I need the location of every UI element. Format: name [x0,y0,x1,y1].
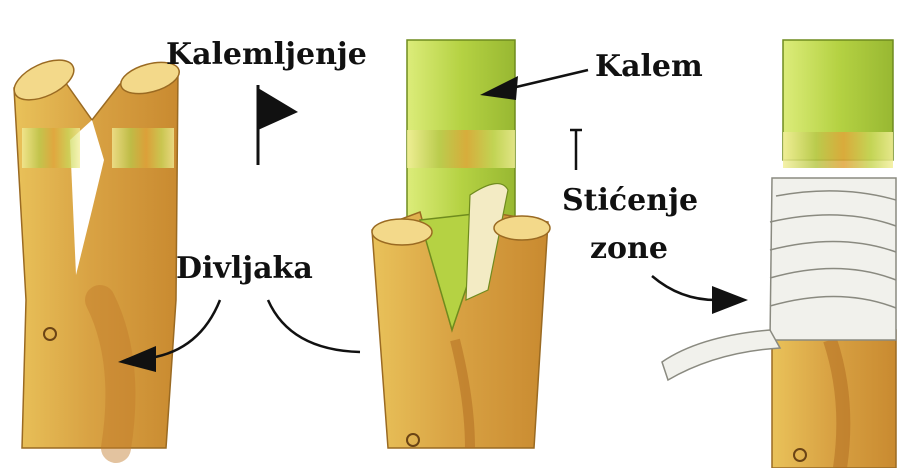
wrapped-graft-right [662,40,896,468]
cleft-graft-middle [372,40,550,448]
label-rootstock: Divljaka [176,251,313,286]
protection-arrow-icon [652,276,748,314]
label-scion: Kalem [595,49,703,84]
rootstock-left [8,52,182,448]
scion-arrow-icon [512,70,588,88]
zone-bracket-icon [570,130,582,170]
pennant-flag-icon [258,85,298,165]
rootstock-arrow-right-icon [268,300,360,352]
label-protection-line1: Stićenje [562,183,698,218]
label-protection-line2: zone [590,231,668,266]
label-grafting: Kalemljenje [166,37,367,72]
